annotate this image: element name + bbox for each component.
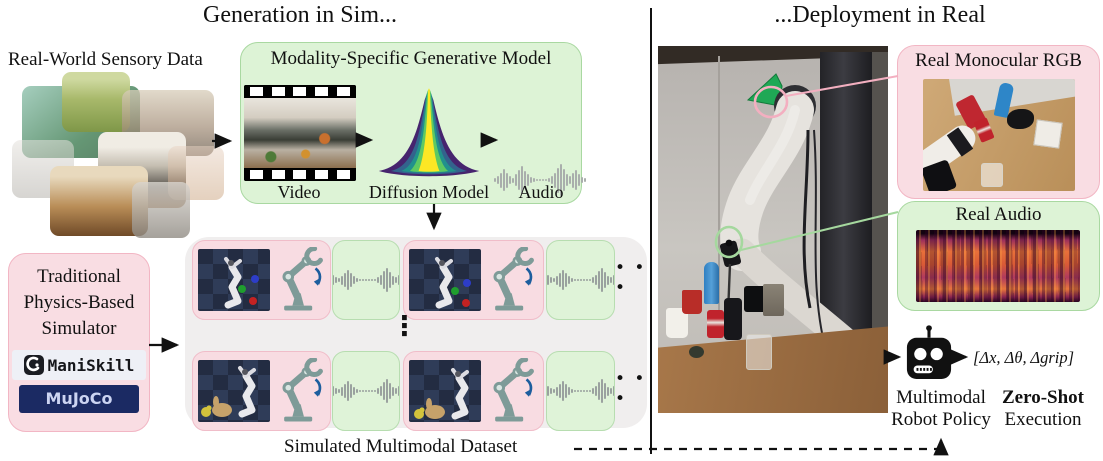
sim-render-row2-a [198,360,270,422]
simulator-title-line3: Simulator [41,318,117,339]
filmstrip-perforations-bottom [244,168,356,181]
real-robot-photo [658,46,888,413]
bunny-duck-objects [201,396,232,417]
row1-ellipsis: • • • [615,258,647,298]
policy-label-line1: Multimodal [896,387,986,408]
filmstrip-perforations-top [244,85,356,98]
maniskill-logo-text: ManiSkill [47,355,135,375]
generative-model-title: Modality-Specific Generative Model [270,48,552,69]
collage-photo-walkway [132,182,190,238]
policy-label-line2: Robot Policy [891,409,991,430]
robot-policy-icon [905,325,953,385]
video-filmstrip [244,85,356,181]
panel-divider [650,8,652,454]
coke-can [973,117,995,143]
simulator-title-line2: Physics-Based [23,292,135,313]
sim-video-cell-row2-a [192,351,331,431]
small-box [763,284,784,316]
generative-model-box: Modality-Specific Generative Model Video… [240,42,586,204]
water-glass [981,163,1003,187]
video-label: Video [277,182,321,202]
collage-photo-horses [62,72,130,132]
diffusion-model-plot [378,88,480,177]
rows-ellipsis-vertical: ⋮ [391,311,418,342]
sim-audio-cell-row1-a [332,240,400,320]
red-cup [682,290,702,314]
sim-audio-cell-row2-a [332,351,400,431]
audio-spectrogram [916,230,1080,302]
row2-ellipsis: • • • [615,369,647,409]
robot-arm-icon [274,358,324,424]
target-spheres [451,279,471,307]
video-frame-kitchen [244,98,356,168]
action-output-formula: [Δx, Δθ, Δgrip] [973,348,1075,367]
paper-cup [666,308,688,338]
simulator-title-line1: Traditional [37,266,121,287]
simulator-box: Traditional Physics-Based Simulator Mani… [8,253,150,432]
black-headphones [1007,109,1034,129]
maniskill-logo: ManiSkill [12,350,146,380]
audio-waveform-icon [494,163,586,197]
audio-waveform-icon [547,260,614,300]
sim-video-cell-row1-b [403,240,544,320]
black-thermos [724,298,742,340]
audio-label: Audio [518,182,564,202]
arrow-dataset-to-policy-dashed [574,437,949,456]
rgb-camera-view [923,79,1075,191]
water-glass [746,334,772,370]
sim-video-cell-row2-b [403,351,544,431]
bunny-duck-objects [414,398,445,419]
sim-audio-cell-row2-b [546,351,615,431]
audio-waveform-icon [333,260,399,300]
robot-arm-icon [485,358,535,424]
dataset-caption: Simulated Multimodal Dataset [284,436,518,457]
rgb-observation-box: Real Monocular RGB [897,45,1100,199]
audio-waveform-icon [547,371,614,411]
right-panel-title: ...Deployment in Real [774,2,986,28]
rgb-box-title: Real Monocular RGB [915,50,1082,71]
audio-observation-box: Real Audio [897,201,1100,311]
white-cube [1033,119,1063,149]
target-spheres [238,275,259,305]
blue-bottle [704,262,719,304]
coke-can [707,310,724,338]
robot-arm-icon [274,247,324,313]
diffusion-model-label: Diffusion Model [368,182,490,202]
mujoco-logo: MuJoCo [19,385,139,413]
robot-arm-icon [485,247,535,313]
sensory-data-collage [10,70,225,238]
maniskill-icon [23,355,44,375]
collage-photo-restaurant [50,166,148,236]
sensory-data-label: Real-World Sensory Data [8,49,203,70]
left-panel-title: Generation in Sim... [203,2,397,28]
sim-render-row1-a [198,249,270,311]
execution-label-line1: Zero-Shot [1002,387,1084,408]
sim-video-cell-row1-a [192,240,331,320]
sim-audio-cell-row1-b [546,240,615,320]
avocado [689,346,704,358]
audio-box-title: Real Audio [955,204,1042,225]
execution-label-line2: Execution [1004,409,1082,430]
sim-render-row2-b [409,360,481,422]
sim-render-row1-b [409,249,481,311]
wall-seam [718,56,720,316]
audio-waveform-icon [333,371,399,411]
